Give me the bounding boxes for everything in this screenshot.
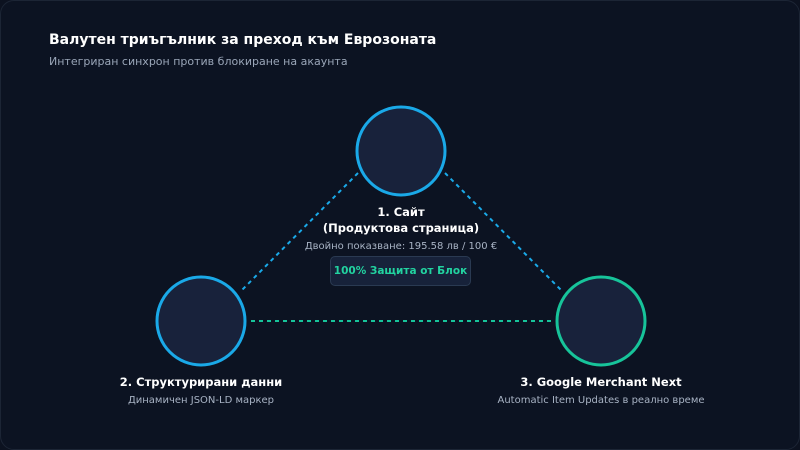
- node-structured-data: [155, 275, 247, 367]
- node-merchant-title: 3. Google Merchant Next: [520, 375, 682, 389]
- node-site-description: Двойно показване: 195.58 лв / 100 €: [304, 241, 498, 252]
- diagram-title: Валутен триъгълник за преход към Еврозон…: [49, 32, 437, 48]
- link-site-to-merchant: [444, 172, 562, 291]
- protection-badge: 100% Защита от Блок: [330, 256, 471, 286]
- node-structured-data-description: Динамичен JSON-LD маркер: [127, 395, 275, 406]
- node-site-title-line1: 1. Сайт: [377, 205, 425, 219]
- node-site-label: 1. Сайт (Продуктова страница) Двойно пок…: [251, 204, 551, 254]
- link-site-to-structured-data: [241, 172, 359, 291]
- node-structured-data-title: 2. Структурирани данни: [119, 375, 283, 389]
- node-site: [355, 105, 447, 197]
- node-merchant-description: Automatic Item Updates в реално време: [497, 395, 705, 406]
- node-structured-data-label: 2. Структурирани данни Динамичен JSON-LD…: [61, 374, 341, 408]
- node-merchant-label: 3. Google Merchant Next Automatic Item U…: [451, 374, 751, 408]
- node-merchant: [555, 275, 647, 367]
- node-site-title-line2: (Продуктова страница): [322, 221, 480, 235]
- diagram-subtitle: Интегриран синхрон против блокиране на а…: [49, 55, 348, 68]
